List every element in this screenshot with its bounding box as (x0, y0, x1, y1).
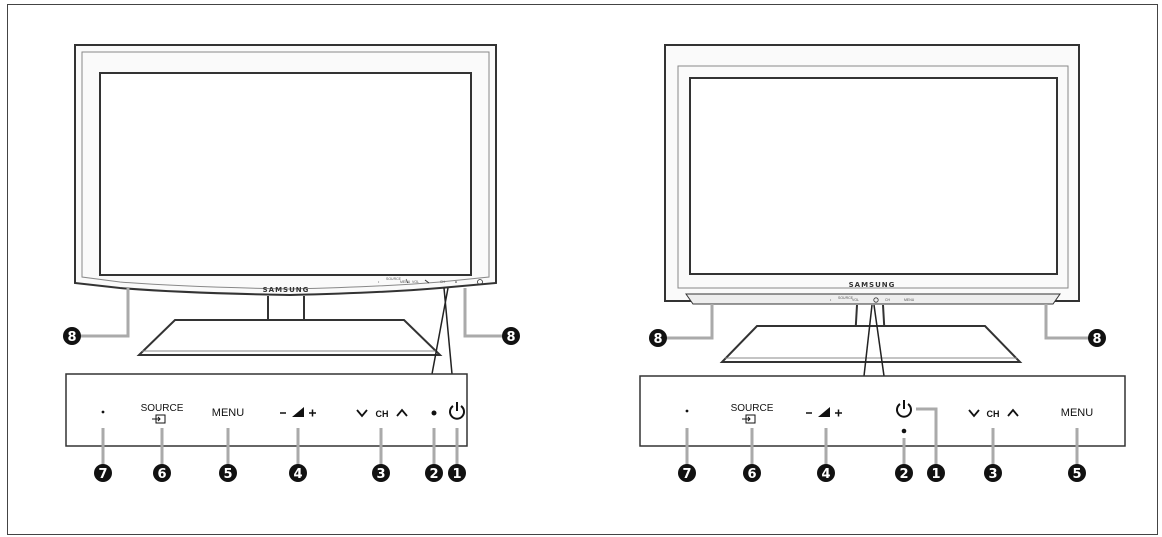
left-strip-led-icon (455, 281, 457, 283)
right-power-icon (896, 400, 912, 418)
left-callout-8b-label: 8 (506, 330, 515, 345)
right-volume-icon (806, 407, 842, 417)
right-sensor-dot-icon (685, 409, 689, 413)
right-tv: SAMSUNG • SOURCE VOL CH MENU 8 8 (649, 44, 1106, 377)
right-strip-ch: CH (885, 298, 891, 302)
svg-text:6: 6 (747, 467, 756, 482)
right-callout-8a-label: 8 (653, 332, 662, 347)
left-callout-8b (502, 327, 520, 345)
left-callout-8a (63, 327, 81, 345)
right-tv-brand: SAMSUNG (849, 281, 896, 289)
left-tv-stand-base (136, 319, 443, 356)
right-tv-stand-base (719, 325, 1023, 363)
right-strip-menu: MENU (904, 298, 915, 302)
right-control-panel: SOURCE CH MENU 7 6 (639, 375, 1126, 482)
left-control-panel: SOURCE MENU CH 7 (65, 373, 468, 482)
right-tv-bezel-inner (677, 65, 1069, 289)
svg-text:4: 4 (293, 467, 302, 482)
left-power-icon (449, 402, 465, 420)
svg-text:2: 2 (899, 467, 908, 482)
left-source-label: SOURCE (141, 403, 184, 414)
left-ch-up-icon (396, 408, 408, 417)
right-callout-6: 6 (743, 464, 761, 482)
figure-border (7, 4, 1158, 535)
left-strip-dot: • (378, 280, 380, 284)
left-source-input-icon (152, 414, 166, 424)
left-callout-3: 3 (372, 464, 390, 482)
left-callout-4: 4 (289, 464, 307, 482)
svg-text:7: 7 (98, 467, 107, 482)
left-callout-8a-label: 8 (67, 330, 76, 345)
left-callout-6: 6 (153, 464, 171, 482)
left-tv-brand: SAMSUNG (263, 286, 310, 294)
right-callout-1: 1 (927, 464, 945, 482)
left-callout-5: 5 (219, 464, 237, 482)
right-strip-source: SOURCE (838, 296, 854, 300)
svg-text:5: 5 (1072, 467, 1081, 482)
right-callout-5: 5 (1068, 464, 1086, 482)
left-strip-source: SOURCE (386, 277, 402, 281)
left-tv-screen (99, 72, 472, 276)
right-ch-label: CH (987, 409, 1000, 419)
left-strip-power-icon (477, 279, 483, 285)
left-ch-down-icon (356, 409, 368, 418)
right-power-led-icon (901, 428, 907, 434)
left-ch-label: CH (376, 409, 389, 419)
left-menu-label: MENU (212, 407, 244, 419)
right-source-label: SOURCE (731, 403, 774, 414)
svg-text:3: 3 (376, 467, 385, 482)
right-callout-3: 3 (984, 464, 1002, 482)
svg-text:2: 2 (429, 467, 438, 482)
left-volume-icon (280, 407, 316, 417)
left-power-led-icon (431, 410, 437, 416)
svg-text:1: 1 (931, 467, 940, 482)
left-sensor-dot-icon (101, 410, 105, 414)
svg-text:3: 3 (988, 467, 997, 482)
right-callout-2: 2 (895, 464, 913, 482)
svg-text:4: 4 (821, 467, 830, 482)
right-callout-8b (1088, 329, 1106, 347)
left-tv: SAMSUNG • SOURCE MENU VOL CH 8 8 (63, 44, 520, 375)
right-callout-8a (649, 329, 667, 347)
left-tv-control-strip: • SOURCE MENU VOL CH (378, 277, 483, 285)
right-callout-4: 4 (817, 464, 835, 482)
left-callout-1: 1 (448, 464, 466, 482)
svg-text:6: 6 (157, 467, 166, 482)
left-strip-menu: MENU (400, 280, 411, 284)
left-callout-2: 2 (425, 464, 443, 482)
right-tv-control-strip: • SOURCE VOL CH MENU (830, 296, 915, 303)
right-ch-up-icon (1007, 408, 1019, 417)
right-ch-down-icon (968, 409, 980, 418)
left-callout-7: 7 (94, 464, 112, 482)
right-callout-7: 7 (678, 464, 696, 482)
left-tv-bezel-inner (81, 51, 490, 290)
svg-text:1: 1 (452, 467, 461, 482)
right-source-input-icon (742, 414, 756, 424)
right-strip-dot: • (830, 298, 832, 302)
left-strip-vol: VOL (412, 280, 419, 284)
right-callout-8b-label: 8 (1092, 332, 1101, 347)
right-tv-screen (689, 77, 1058, 275)
right-menu-label: MENU (1061, 407, 1093, 419)
right-strip-power-icon (873, 297, 879, 303)
right-tv-bottom-bar (685, 293, 1061, 305)
svg-text:5: 5 (223, 467, 232, 482)
svg-text:7: 7 (682, 467, 691, 482)
left-strip-ch: CH (440, 280, 446, 284)
right-strip-vol: VOL (852, 298, 859, 302)
